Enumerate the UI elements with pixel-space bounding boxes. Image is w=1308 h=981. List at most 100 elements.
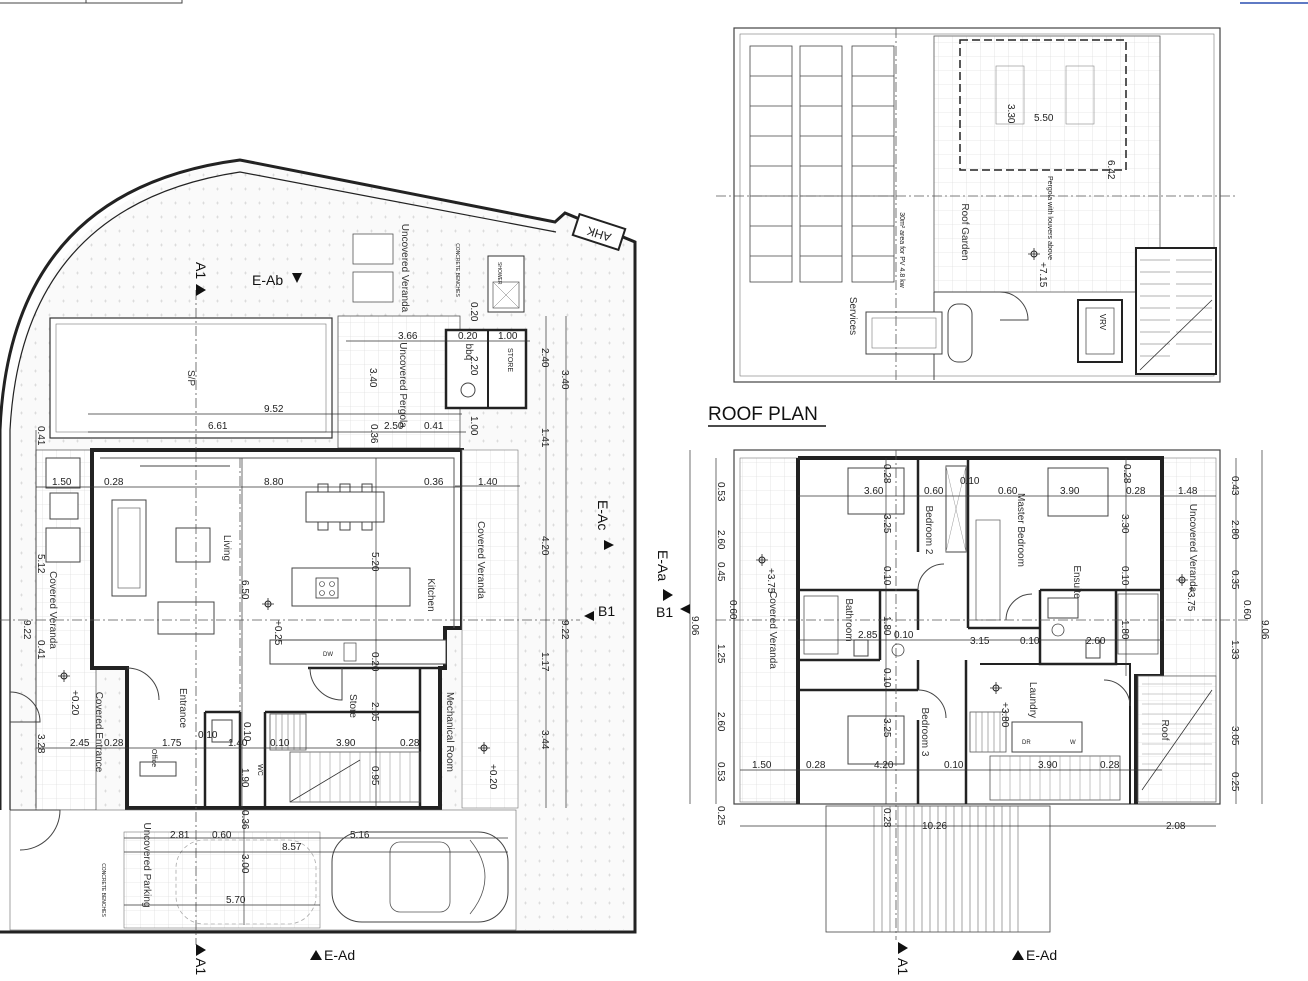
vrv-unit [1077, 299, 1123, 363]
f-dim-3-05: 3.05 [1229, 726, 1240, 746]
roof-level: +7.15 [1037, 262, 1048, 288]
bbq-store-block [444, 328, 528, 410]
f-dim-0-53-a: 0.53 [715, 482, 726, 502]
section-e-ad-first: E-Ad [1026, 947, 1057, 963]
dim-1-17: 1.17 [539, 652, 550, 672]
wc-walls [203, 710, 242, 808]
armchair [157, 601, 215, 635]
roof-external-stair [1137, 675, 1217, 803]
section-e-aa: E-Aa [655, 550, 671, 581]
bed-bedroom2 [847, 467, 905, 515]
f-dim-0-10-a: 0.10 [960, 476, 980, 487]
ground-floor-plan: AHK S/P Uncovered Veranda CONCRETE BENCH… [0, 158, 637, 945]
dim-9-22-a: 9.22 [21, 620, 32, 640]
bedroom3-door [917, 689, 947, 719]
pool-label: S/P [185, 370, 196, 386]
f-dim-3-25-b: 3.25 [881, 718, 892, 738]
dim-0-95: 0.95 [369, 766, 380, 786]
roof-door [999, 291, 1029, 321]
first-floor-plan: Covered Veranda Uncovered Veranda Bedroo… [689, 449, 1263, 940]
level-laundry: +3.80 [999, 702, 1010, 728]
dim-0-60: 0.60 [212, 830, 232, 841]
washer-label: W [1070, 740, 1076, 746]
dim-3-40-a: 3.40 [367, 368, 378, 388]
bbq-label: bbq [463, 344, 474, 361]
kitchen-counter [269, 639, 447, 665]
vrv-label: VRV [1098, 314, 1107, 331]
f-dim-2-08: 2.08 [1166, 821, 1186, 832]
f-dim-0-60-d: 0.60 [1241, 600, 1252, 620]
dim-3-90: 3.90 [336, 738, 356, 749]
f-dim-9-06-a: 9.06 [689, 616, 700, 636]
f-dim-3-90-b: 3.90 [1038, 760, 1058, 771]
f-dim-1-50: 1.50 [752, 760, 772, 771]
f-dim-0-60-c: 0.60 [727, 600, 738, 620]
covered-veranda-left-label: Covered Veranda [47, 571, 58, 649]
store-door [309, 667, 343, 701]
dim-0-28-a: 0.28 [104, 477, 124, 488]
f-dim-0-45: 0.45 [715, 562, 726, 582]
dim-0-36-a: 0.36 [368, 424, 379, 444]
f-dim-0-60-a: 0.60 [924, 486, 944, 497]
dim-1-41: 1.41 [539, 428, 550, 448]
laundry-counter [1011, 721, 1083, 753]
dim-5-70: 5.70 [226, 895, 246, 906]
wc-label: WC [256, 764, 263, 776]
roof-label: Roof [1159, 719, 1170, 740]
dim-9-52: 9.52 [264, 404, 284, 415]
ground-dimension-labels: 3.66 0.20 1.00 0.20 2.20 3.40 2.40 3.40 … [21, 302, 570, 906]
f-dim-1-25: 1.25 [715, 644, 726, 664]
first-dimension-labels: 0.28 3.60 0.60 0.10 0.60 3.90 0.28 1.48 … [689, 464, 1270, 832]
dim-0-41-c: 0.41 [35, 640, 46, 660]
concrete-benches-label: CONCRETE BENCHES [454, 243, 460, 297]
level-right: +0.20 [487, 764, 498, 790]
f-dim-3-60: 3.60 [864, 486, 884, 497]
bed-master [1047, 467, 1109, 517]
dim-0-36-b: 0.36 [424, 477, 444, 488]
f-dim-2-60-a: 2.60 [715, 530, 726, 550]
dim-3-40-b: 3.40 [559, 370, 570, 390]
section-e-ab: E-Ab [252, 272, 283, 288]
dim-2-05: 2.05 [369, 702, 380, 722]
dim-6-61: 6.61 [208, 421, 228, 432]
roof-garden-label: Roof Garden [959, 203, 970, 260]
f-dim-0-10-g: 0.10 [944, 760, 964, 771]
store-top-label: STORE [506, 348, 513, 372]
f-dim-0-25-b: 0.25 [1229, 772, 1240, 792]
concrete-benches-parking-label: CONCRETE BENCHES [100, 863, 106, 917]
f-dim-0-10-f: 0.10 [1119, 566, 1130, 586]
office-label: Office [150, 749, 157, 767]
f-dim-4-20: 4.20 [874, 760, 894, 771]
title-block-fragment [0, 0, 183, 4]
shower [487, 255, 525, 313]
dryer-label: DR [1022, 740, 1031, 746]
dim-8-57: 8.57 [282, 842, 302, 853]
living-label: Living [221, 535, 232, 561]
f-dim-0-28-d: 0.28 [1100, 760, 1120, 771]
uncovered-veranda-label: Uncovered Veranda [399, 224, 410, 313]
f-dim-0-25-a: 0.25 [715, 806, 726, 826]
dim-3-44: 3.44 [539, 730, 550, 750]
f-dim-0-10-b: 0.10 [881, 566, 892, 586]
dim-5-16: 5.16 [350, 830, 370, 841]
section-e-ac: E-Ac [595, 500, 611, 530]
sofa [111, 499, 147, 597]
dim-0-10-a: 0.10 [198, 730, 218, 741]
covered-entrance-label: Covered Entrance [93, 692, 104, 773]
front-steps [825, 805, 1051, 933]
f-dim-3-15: 3.15 [970, 636, 990, 647]
f-dim-0-28-c: 0.28 [806, 760, 826, 771]
covered-veranda-first-label: Covered Veranda [767, 591, 778, 669]
dim-0-36-c: 0.36 [239, 810, 250, 830]
f-dim-0-28-e: 0.28 [881, 808, 892, 828]
dim-8-80: 8.80 [264, 477, 284, 488]
dim-2-50: 2.50 [384, 421, 404, 432]
dim-2-81: 2.81 [170, 830, 190, 841]
pergola-frame [959, 39, 1127, 171]
site-boundary-wall [0, 158, 637, 934]
gate [10, 809, 61, 851]
store-walls [263, 710, 420, 808]
hob-icon [315, 577, 339, 599]
dim-0-28-b: 0.28 [104, 738, 124, 749]
f-dim-0-10-e: 0.10 [1020, 636, 1040, 647]
